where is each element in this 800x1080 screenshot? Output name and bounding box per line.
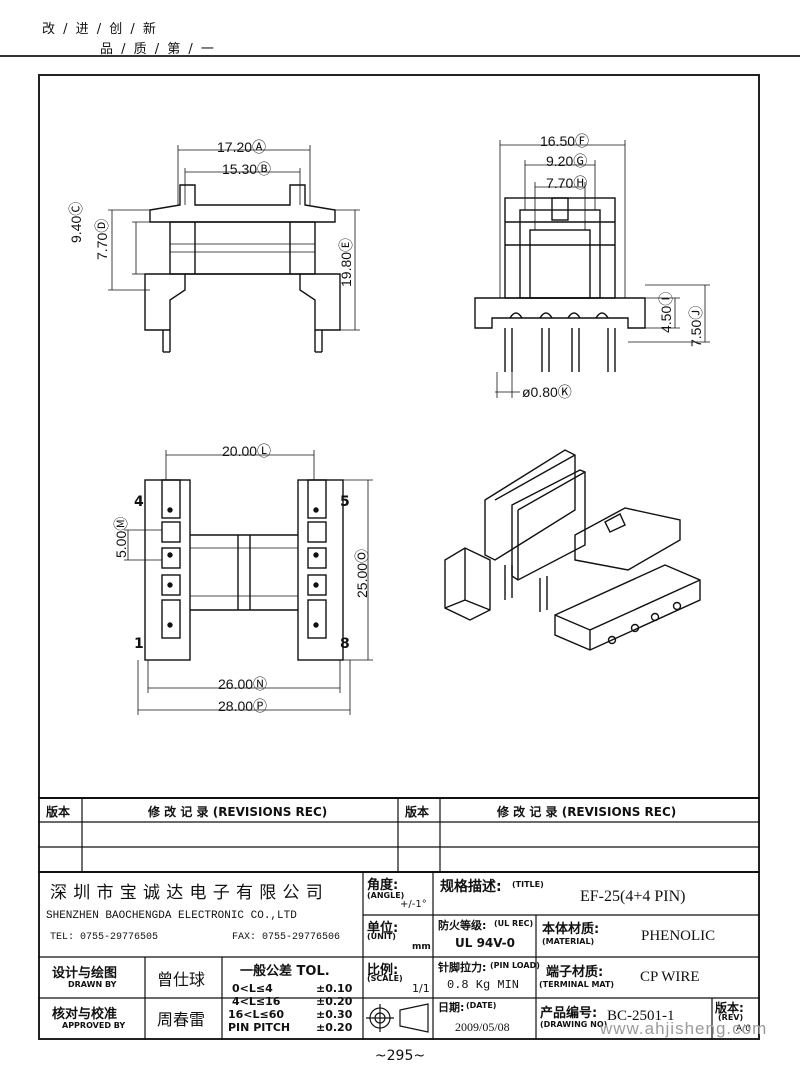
dim-e: 19.80Ⓔ: [338, 237, 354, 287]
angle-label: 角度:: [367, 878, 399, 893]
ul-label: 防火等级:: [438, 919, 487, 932]
unit-label-en: (UNIT): [367, 932, 396, 941]
drawn-by-label-en: DRAWN BY: [68, 980, 117, 989]
material-label: 本体材质:: [542, 922, 600, 937]
pin-4-label: 4: [134, 494, 144, 510]
scale-value: 1/1: [412, 982, 430, 995]
tolerance-range-1: 0<L≤4: [232, 982, 273, 995]
front-view: [108, 145, 360, 353]
title-value: EF-25(4+4 PIN): [580, 888, 686, 905]
terminal-label: 端子材质:: [546, 965, 604, 980]
dim-c: 9.40Ⓒ: [68, 201, 84, 243]
scale-label: 比例:: [367, 963, 399, 978]
rev-version-header-right: 版本: [405, 805, 430, 819]
date-value: 2009/05/08: [455, 1020, 510, 1034]
slogan-line-2: 品 / 质 / 第 / 一: [100, 42, 216, 57]
watermark: www.ahjisheng.com: [600, 1019, 768, 1038]
drawing-no-label: 产品编号:: [540, 1006, 598, 1021]
terminal-label-en: (TERMINAL MAT): [539, 980, 615, 989]
scale-label-en: (SCALE): [367, 974, 403, 983]
dim-d: 7.70Ⓓ: [94, 218, 110, 260]
table-grid: [38, 797, 760, 1040]
tolerance-range-3: 16<L≤60: [228, 1008, 285, 1021]
tolerance-value-3: ±0.30: [316, 1008, 353, 1021]
tolerance-value-2: ±0.20: [316, 995, 353, 1008]
drawing-frame: [38, 74, 760, 1040]
drawn-by-label: 设计与绘图: [52, 966, 118, 981]
dim-h: 7.70Ⓗ: [546, 175, 588, 191]
dim-b: 15.30Ⓑ: [222, 161, 272, 177]
dim-j: 7.50Ⓙ: [688, 305, 704, 347]
unit-label: 单位:: [367, 921, 399, 936]
dim-a: 17.20Ⓐ: [217, 139, 267, 155]
tolerance-range-2: 4<L≤16: [232, 995, 281, 1008]
rev-value: A/0: [736, 1024, 751, 1034]
tolerance-value-4: ±0.20: [316, 1021, 353, 1034]
angle-value: +/-1°: [400, 899, 427, 910]
dim-f: 16.50Ⓕ: [540, 133, 590, 149]
projection-symbol: [366, 1003, 429, 1033]
approved-by-label: 核对与校准: [52, 1007, 118, 1022]
rev-records-header-right: 修 改 记 录 (REVISIONS REC): [497, 805, 677, 819]
tolerance-range-4: PIN PITCH: [228, 1021, 291, 1034]
rev-version-header-left: 版本: [46, 805, 71, 819]
pin-load-label: 针脚拉力:: [438, 961, 487, 974]
header-rule: [0, 55, 800, 57]
company-name-en: SHENZHEN BAOCHENGDA ELECTRONIC CO.,LTD: [46, 910, 297, 922]
dim-m: 5.00Ⓜ: [113, 516, 129, 558]
tolerance-title: 一般公差 TOL.: [240, 964, 330, 979]
drawing-no-value: BC-2501-1: [607, 1008, 675, 1024]
drawing-no-label-en: (DRAWING NO): [540, 1020, 608, 1029]
rev-label-en: (REV): [718, 1013, 744, 1022]
dim-o: 25.00Ⓞ: [354, 548, 370, 598]
unit-value: mm: [412, 942, 431, 952]
ul-label-en: (UL REC): [494, 919, 534, 928]
dim-k: ø0.80Ⓚ: [522, 384, 572, 400]
approved-by-label-en: APPROVED BY: [62, 1021, 126, 1030]
material-label-en: (MATERIAL): [542, 937, 595, 946]
tolerance-value-1: ±0.10: [316, 982, 353, 995]
angle-label-en: (ANGLE): [367, 891, 405, 900]
page-number: ~295~: [374, 1048, 426, 1064]
company-fax: FAX: 0755-29776506: [232, 932, 341, 943]
date-label-en: (DATE): [466, 1001, 497, 1010]
company-tel: TEL: 0755-29776505: [50, 932, 159, 943]
isometric-view: [444, 449, 701, 651]
date-label: 日期:: [438, 1001, 465, 1014]
dim-n: 26.00Ⓝ: [218, 676, 268, 692]
dim-i: 4.50Ⓘ: [658, 291, 674, 333]
title-label-en: (TITLE): [512, 880, 544, 889]
drawn-by-value: 曾仕球: [157, 972, 206, 989]
rev-records-header-left: 修 改 记 录 (REVISIONS REC): [148, 805, 328, 819]
pin-8-label: 8: [340, 636, 350, 652]
title-label: 规格描述:: [440, 879, 502, 895]
ul-value: UL 94V-0: [455, 936, 516, 950]
pin-load-label-en: (PIN LOAD): [490, 961, 540, 970]
dim-l: 20.00Ⓛ: [222, 443, 272, 459]
side-view: [474, 140, 710, 398]
dim-p: 28.00Ⓟ: [218, 698, 268, 714]
slogan-line-1: 改 / 进 / 创 / 新: [42, 22, 158, 37]
dim-g: 9.20Ⓖ: [546, 153, 588, 169]
company-name-cn: 深 圳 市 宝 诚 达 电 子 有 限 公 司: [50, 883, 324, 902]
pin-load-value: 0.8 Kg MIN: [447, 978, 520, 992]
bottom-view: [124, 450, 373, 715]
material-value: PHENOLIC: [641, 928, 716, 944]
pin-5-label: 5: [340, 494, 350, 510]
terminal-value: CP WIRE: [640, 969, 700, 985]
rev-label: 版本:: [715, 1001, 744, 1015]
pin-1-label: 1: [134, 636, 144, 652]
approved-by-value: 周春雷: [157, 1012, 206, 1029]
